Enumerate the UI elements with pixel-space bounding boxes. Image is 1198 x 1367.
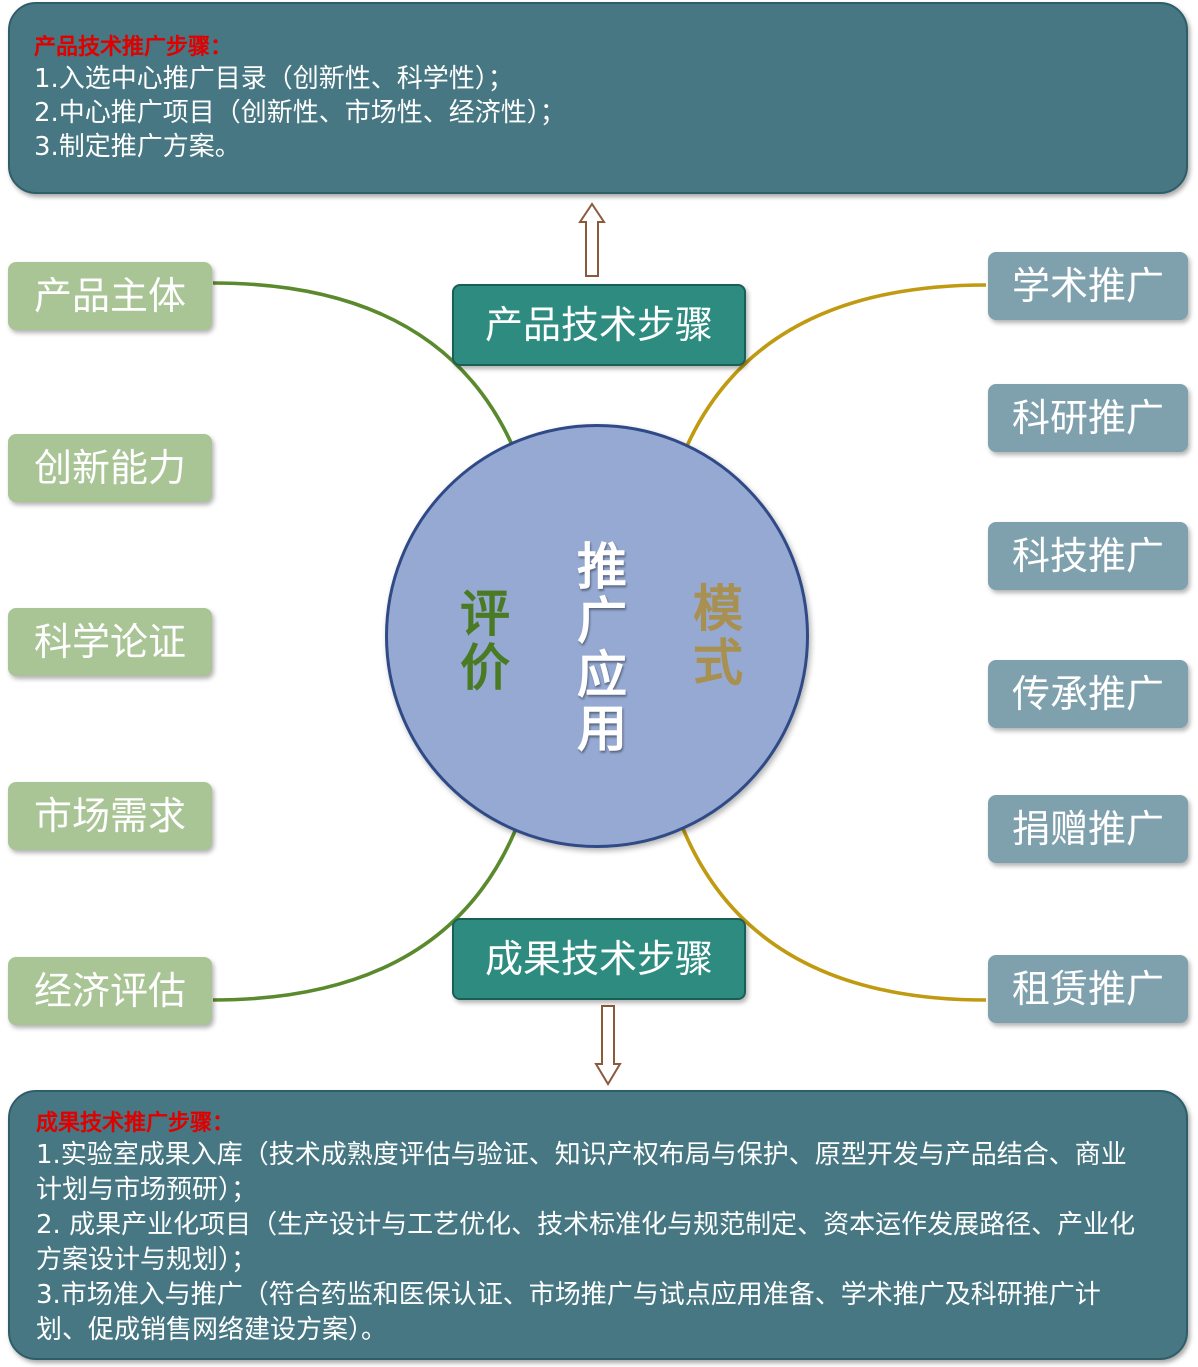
product-step-line: 2.中心推广项目（创新性、市场性、经济性）； (34, 98, 566, 128)
center-circle (385, 424, 809, 848)
achievement-steps-title: 成果技术推广步骤： (36, 1111, 235, 1136)
right-item-inheritance: 传承推广 (988, 660, 1188, 728)
up-arrow-icon (578, 202, 606, 277)
down-arrow-icon (594, 1005, 622, 1086)
right-item-lease: 租赁推广 (988, 955, 1188, 1023)
right-item-technology: 科技推广 (988, 522, 1188, 590)
left-item-market-demand: 市场需求 (8, 782, 212, 850)
left-item-product-subject: 产品主体 (8, 262, 212, 330)
left-item-economic-evaluation: 经济评估 (8, 957, 212, 1025)
center-label-mode: 模 式 (693, 580, 743, 692)
product-steps-panel: 产品技术推广步骤： 1.入选中心推广目录（创新性、科学性）； 2.中心推广项目（… (8, 2, 1188, 194)
right-item-research: 科研推广 (988, 384, 1188, 452)
achievement-step-line: 1.实验室成果入库（技术成熟度评估与验证、知识产权布局与保护、原型开发与产品结合… (36, 1140, 1127, 1205)
product-step-line: 3.制定推广方案。 (34, 132, 241, 162)
right-item-donation: 捐赠推广 (988, 795, 1188, 863)
product-steps-box: 产品技术步骤 (452, 284, 746, 366)
product-steps-title: 产品技术推广步骤： (34, 35, 233, 60)
achievement-step-line: 2. 成果产业化项目（生产设计与工艺优化、技术标准化与规范制定、资本运作发展路径… (36, 1210, 1136, 1275)
product-step-line: 1.入选中心推广目录（创新性、科学性）； (34, 64, 514, 94)
left-item-innovation: 创新能力 (8, 434, 212, 502)
center-label-evaluation: 评 价 (460, 585, 510, 697)
achievement-steps-panel: 成果技术推广步骤： 1.实验室成果入库（技术成熟度评估与验证、知识产权布局与保护… (8, 1090, 1188, 1360)
left-item-scientific-argument: 科学论证 (8, 608, 212, 676)
achievement-step-line: 3.市场准入与推广（符合药监和医保认证、市场推广与试点应用准备、学术推广及科研推… (36, 1280, 1101, 1345)
right-item-academic: 学术推广 (988, 252, 1188, 320)
achievement-steps-box: 成果技术步骤 (452, 918, 746, 1000)
center-label-promotion-application: 推 广 应 用 (577, 538, 627, 758)
